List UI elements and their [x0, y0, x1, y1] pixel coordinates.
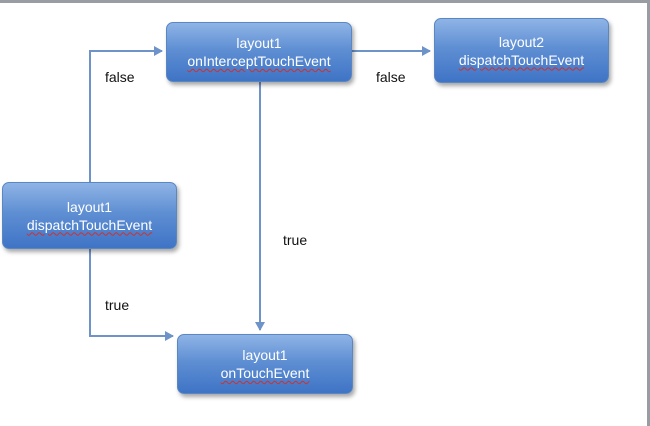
edge-label-dispatch-to-touch: true	[105, 297, 130, 313]
edge-label-intercept-to-touch: true	[283, 232, 308, 248]
node-method: dispatchTouchEvent	[26, 216, 153, 233]
edge-label-intercept-to-dispatch2: false	[376, 69, 406, 85]
node-layout1-on-touch-event: layout1 onTouchEvent	[177, 334, 353, 394]
connector-dispatch-to-intercept	[89, 46, 163, 183]
node-title: layout1	[242, 347, 288, 363]
node-method: onTouchEvent	[220, 365, 310, 381]
node-title: layout1	[236, 35, 282, 51]
edge-label-dispatch-to-intercept: false	[105, 69, 135, 85]
node-title: layout2	[498, 33, 545, 50]
node-method: dispatchTouchEvent	[458, 51, 585, 68]
node-layout2-dispatch-touch-event: layout2 dispatchTouchEvent	[434, 18, 609, 83]
node-method: onInterceptTouchEvent	[187, 53, 331, 69]
node-title: layout1	[66, 198, 113, 215]
node-layout1-dispatch-touch-event: layout1 dispatchTouchEvent	[2, 182, 177, 249]
connector-dispatch-to-touch	[89, 249, 174, 341]
node-layout1-on-intercept-touch-event: layout1 onInterceptTouchEvent	[166, 22, 352, 82]
